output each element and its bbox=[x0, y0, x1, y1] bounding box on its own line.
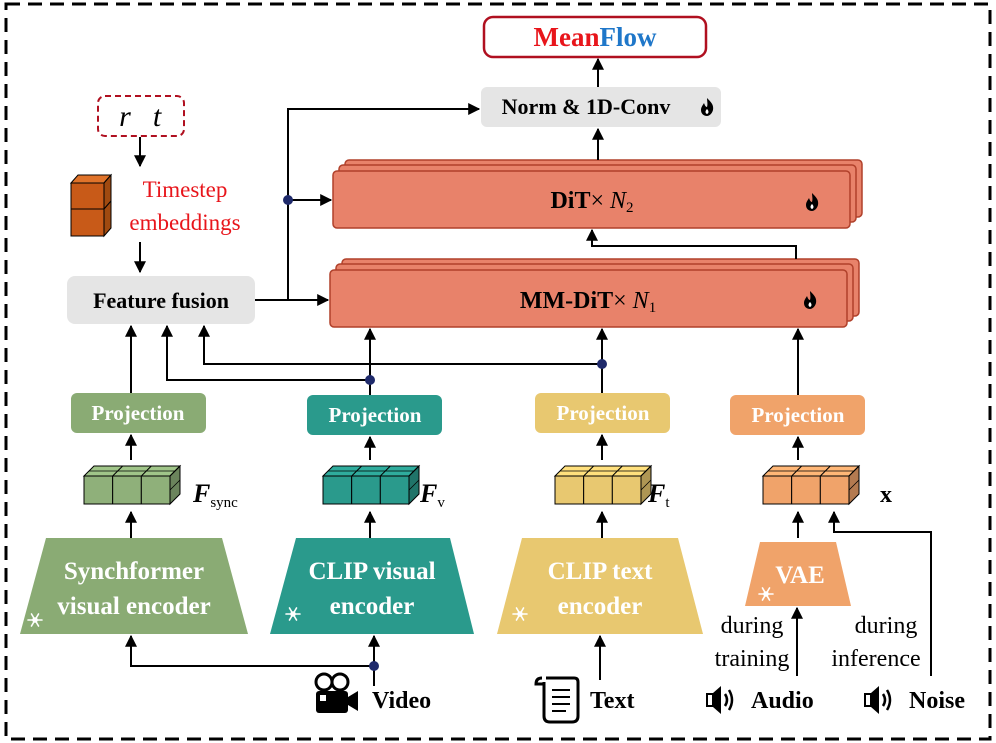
dit-label-times: × bbox=[590, 188, 610, 214]
input-audio-label: Audio bbox=[751, 688, 814, 714]
feature-sync-sub: sync bbox=[210, 495, 238, 511]
encoder-vae bbox=[745, 542, 851, 606]
arrow-mmdit-to-dit bbox=[586, 228, 797, 259]
mmdit-label-times: × bbox=[613, 288, 633, 314]
feature-visual-main: F bbox=[419, 479, 437, 508]
timestep-label-line2: embeddings bbox=[129, 210, 240, 235]
encoder-clip-text bbox=[497, 538, 703, 634]
encoder-synchformer-line1: Synchformer bbox=[64, 558, 204, 585]
feature-text-main: F bbox=[647, 479, 665, 508]
projection-text bbox=[535, 393, 670, 433]
arrow-noise-to-cube bbox=[828, 510, 932, 676]
encoder-clip-visual-line1: CLIP visual bbox=[308, 558, 435, 585]
projection-audio bbox=[730, 395, 865, 435]
dit-label-main: DiT bbox=[550, 188, 590, 214]
norm-conv-box bbox=[481, 87, 721, 127]
timestep-label-line1: Timestep bbox=[143, 177, 228, 202]
junction-dot bbox=[365, 375, 375, 385]
meanflow-title-mean: Mean bbox=[534, 22, 600, 52]
timestep-embedding-cubes bbox=[69, 173, 113, 238]
feature-fusion-label: Feature fusion bbox=[93, 288, 229, 313]
encoder-clip-visual-line2: encoder bbox=[330, 593, 415, 620]
encoder-clip-text-line1: CLIP text bbox=[548, 558, 654, 585]
meanflow-title: MeanFlow bbox=[534, 22, 657, 52]
during-inference-line2: inference bbox=[831, 646, 920, 672]
timestep-t: t bbox=[153, 100, 162, 133]
feature-visual-sub: v bbox=[437, 495, 445, 511]
projection-sync bbox=[71, 393, 206, 433]
encoder-clip-text-line2: encoder bbox=[558, 593, 643, 620]
feature-cube-visual bbox=[321, 464, 421, 506]
feature-cube-text bbox=[553, 464, 653, 506]
scroll-icon bbox=[534, 676, 580, 724]
mmdit-block bbox=[329, 269, 848, 328]
encoder-clip-visual bbox=[270, 538, 474, 634]
speaker-icon bbox=[704, 684, 734, 716]
dit-block bbox=[332, 170, 851, 229]
arrow-video-to-synchformer bbox=[125, 634, 375, 686]
meanflow-box bbox=[482, 15, 708, 59]
mmdit-label-main: MM-DiT bbox=[520, 288, 613, 314]
mmdit-label-sub: 1 bbox=[649, 300, 657, 316]
junction-dot bbox=[597, 359, 607, 369]
junction-dot bbox=[369, 661, 379, 671]
mmdit-label: MM-DiT× N1 bbox=[520, 288, 656, 316]
feature-sync-label: Fsync bbox=[192, 479, 238, 511]
arrow-projvisual-to-fusion-a bbox=[161, 324, 371, 395]
input-noise-label: Noise bbox=[909, 688, 965, 714]
feature-text-label: Ft bbox=[647, 479, 670, 511]
during-training-line1: during bbox=[721, 613, 784, 639]
encoder-synchformer bbox=[20, 538, 248, 634]
arrow-projtext-to-fusion bbox=[198, 324, 603, 393]
dit-label-n: N bbox=[609, 188, 628, 214]
during-training-line2: training bbox=[715, 646, 790, 672]
arrow-fusion-to-norm bbox=[287, 103, 481, 300]
video-camera-icon bbox=[314, 672, 358, 713]
feature-cube-sync bbox=[82, 464, 182, 506]
feature-audio-label: x bbox=[880, 482, 892, 508]
norm-conv-label: Norm & 1D-Conv bbox=[502, 94, 671, 119]
feature-text-sub: t bbox=[665, 495, 670, 511]
projection-audio-label: Projection bbox=[752, 403, 845, 427]
projection-text-label: Projection bbox=[557, 401, 650, 425]
projection-sync-label: Projection bbox=[92, 401, 185, 425]
mmdit-label-n: N bbox=[632, 288, 651, 314]
junction-dot bbox=[283, 195, 293, 205]
input-text-label: Text bbox=[590, 688, 634, 714]
feature-sync-main: F bbox=[192, 479, 210, 508]
encoder-synchformer-line2: visual encoder bbox=[57, 593, 210, 620]
input-video-label: Video bbox=[372, 688, 431, 714]
feature-fusion-box bbox=[67, 276, 255, 324]
feature-visual-label: Fv bbox=[419, 479, 445, 511]
projection-visual bbox=[307, 395, 442, 435]
dit-label-sub: 2 bbox=[626, 200, 634, 216]
during-inference-line1: during bbox=[855, 613, 918, 639]
projection-visual-label: Projection bbox=[329, 403, 422, 427]
meanflow-title-flow: Flow bbox=[599, 22, 656, 52]
timestep-r: r bbox=[119, 100, 131, 133]
dit-label: DiT× N2 bbox=[550, 188, 633, 216]
encoder-vae-label: VAE bbox=[775, 562, 825, 589]
speaker-icon bbox=[862, 684, 892, 716]
outer-frame bbox=[4, 2, 992, 741]
timestep-input-box bbox=[97, 95, 185, 137]
feature-cube-audio bbox=[761, 464, 861, 506]
